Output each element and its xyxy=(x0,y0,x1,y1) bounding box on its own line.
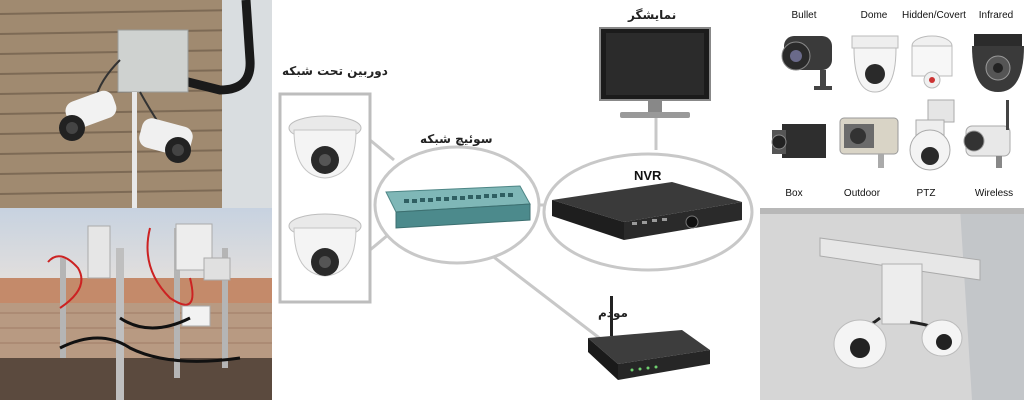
infrared-camera-icon xyxy=(972,34,1024,92)
camera-type-name: PTZ xyxy=(916,188,936,199)
link-switch-modem xyxy=(481,246,603,342)
nvr-device xyxy=(552,182,742,240)
bullet-camera-photo-2 xyxy=(139,118,193,163)
dome-camera-1 xyxy=(288,115,362,179)
label-modem: مودم xyxy=(598,306,628,320)
camera-type-name: Wireless xyxy=(974,188,1014,199)
camera-type-name: Outdoor xyxy=(843,188,881,199)
photo-installed-domes xyxy=(760,208,1024,400)
camera-type-name: Box xyxy=(785,188,803,199)
camera-type-name: Bullet xyxy=(791,10,817,21)
link-cameras-switch xyxy=(369,138,395,162)
monitor-device xyxy=(599,27,711,118)
dome-camera-photo-2 xyxy=(921,319,963,357)
dome-camera-icon xyxy=(851,35,899,93)
camera-type-name: Infrared xyxy=(978,10,1014,21)
bullet-camera-photo-1 xyxy=(59,90,117,141)
dome-camera-photo-1 xyxy=(833,319,887,369)
label-network-switch: سوئیچ شبکه xyxy=(420,132,493,146)
camera-types-panel: Bullet Dome Hidden/Covert Infrared Box O… xyxy=(760,0,1024,208)
wireless-camera-icon xyxy=(963,100,1011,168)
camera-type-name: Dome xyxy=(860,10,888,21)
ptz-camera-icon xyxy=(909,99,955,171)
bullet-camera-icon xyxy=(781,36,832,90)
outdoor-camera-icon xyxy=(839,117,899,168)
label-network-cameras: دوربین تحت شبکه xyxy=(282,64,388,78)
modem-device xyxy=(588,296,710,380)
label-nvr: NVR xyxy=(634,168,662,183)
network-diagram xyxy=(278,27,754,380)
dome-camera-2 xyxy=(288,213,362,277)
photo-wall-cameras xyxy=(0,0,272,208)
covert-camera-icon xyxy=(911,35,953,89)
photo-rooftop-antennas xyxy=(0,208,272,400)
box-camera-icon xyxy=(771,124,826,158)
camera-type-name: Hidden/Covert xyxy=(902,10,966,21)
network-switch-device xyxy=(385,185,531,229)
label-monitor: نمایشگر xyxy=(628,8,677,22)
